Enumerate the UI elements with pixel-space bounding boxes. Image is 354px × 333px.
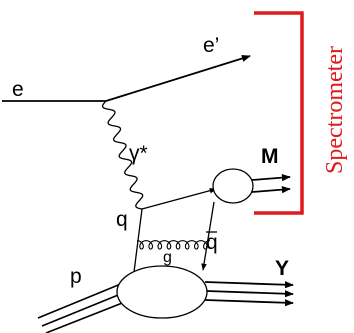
spectrometer-bracket — [254, 11, 304, 215]
antiquark-line — [201, 201, 215, 271]
gluon-line — [136, 240, 211, 250]
meson-blob — [212, 168, 254, 204]
remnant-line-2 — [206, 290, 294, 298]
electron-out-line — [105, 54, 251, 102]
remnant-line-1 — [204, 281, 294, 289]
label-quark: q — [116, 208, 128, 231]
photon-line — [101, 100, 144, 210]
proton-line-1 — [37, 280, 129, 319]
label-virtual-photon: γ* — [129, 142, 148, 165]
label-antiquark: q — [206, 231, 218, 254]
label-meson: M — [261, 145, 279, 168]
label-spectrometer: Spectrometer — [322, 46, 348, 174]
remnant-line-3 — [204, 299, 294, 307]
proton-line-3 — [45, 299, 131, 333]
proton-blob — [116, 265, 208, 319]
label-electron-out: e’ — [203, 34, 219, 57]
label-gluon: g — [163, 249, 172, 266]
proton-line-2 — [41, 290, 129, 327]
quark-line — [132, 208, 143, 281]
meson-line-1 — [251, 174, 291, 182]
meson-line-2 — [251, 186, 291, 194]
quark-to-meson-line — [141, 187, 217, 210]
label-proton: p — [70, 265, 82, 288]
label-remnant: Y — [275, 257, 289, 280]
label-electron-in: e — [12, 78, 24, 101]
